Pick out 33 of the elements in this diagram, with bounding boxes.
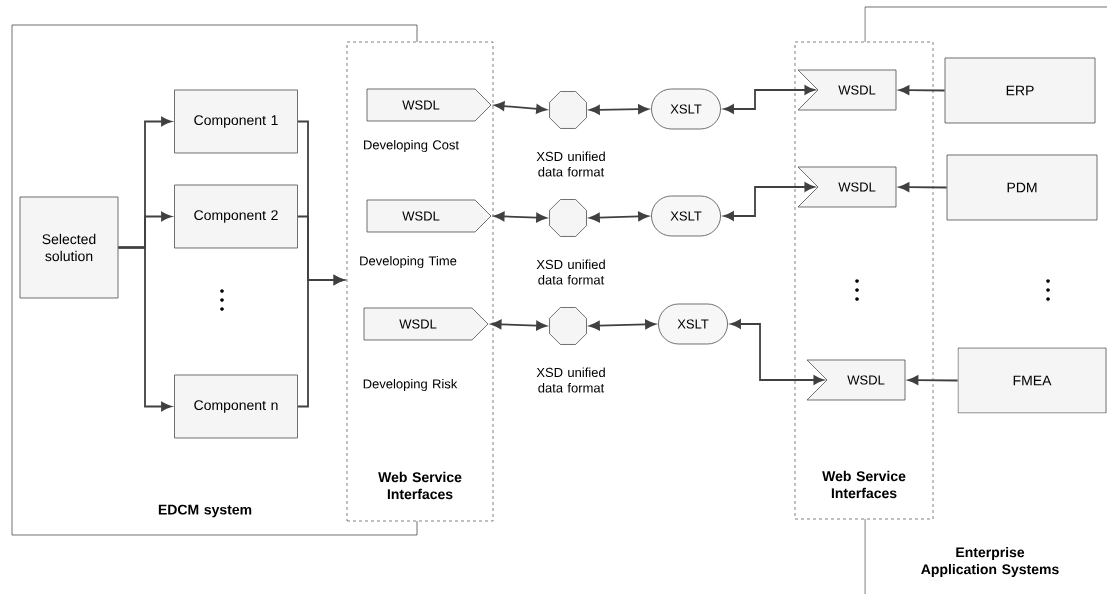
arrow xyxy=(491,319,547,331)
arrow xyxy=(723,182,816,221)
process-box: Component n xyxy=(174,374,298,439)
arrow xyxy=(494,211,547,223)
arrow xyxy=(730,319,825,385)
arrow xyxy=(117,246,172,412)
octagon-symbol xyxy=(549,199,587,237)
wsdl-flag: WSDL xyxy=(366,88,492,122)
process-box: Selected solution xyxy=(19,196,119,299)
wsdl-flag: WSDL xyxy=(366,199,492,233)
arrow xyxy=(898,85,946,95)
process-box: ERP xyxy=(944,57,1096,124)
xslt-pill: XSLT xyxy=(651,88,721,130)
node-caption: XSD unified data format xyxy=(536,151,605,177)
xslt-pill: XSLT xyxy=(651,195,721,237)
node-caption: XSD unified data format xyxy=(536,259,605,285)
process-box: FMEA xyxy=(957,347,1107,414)
arrow xyxy=(297,275,345,408)
arrow xyxy=(494,101,547,114)
arrow xyxy=(907,375,959,385)
process-box: PDM xyxy=(946,154,1098,221)
process-box: Component 2 xyxy=(174,184,298,249)
arrow xyxy=(898,182,948,192)
node-caption: XSD unified data format xyxy=(536,367,605,393)
arrow xyxy=(723,85,816,114)
process-box: Component 1 xyxy=(174,89,298,154)
octagon-symbol xyxy=(549,307,587,345)
arrow xyxy=(589,104,649,115)
wsdl-flag: WSDL xyxy=(363,307,489,341)
xslt-pill: XSLT xyxy=(658,303,728,345)
arrow xyxy=(589,319,656,331)
octagon-symbol xyxy=(549,91,587,129)
arrow xyxy=(589,211,649,223)
